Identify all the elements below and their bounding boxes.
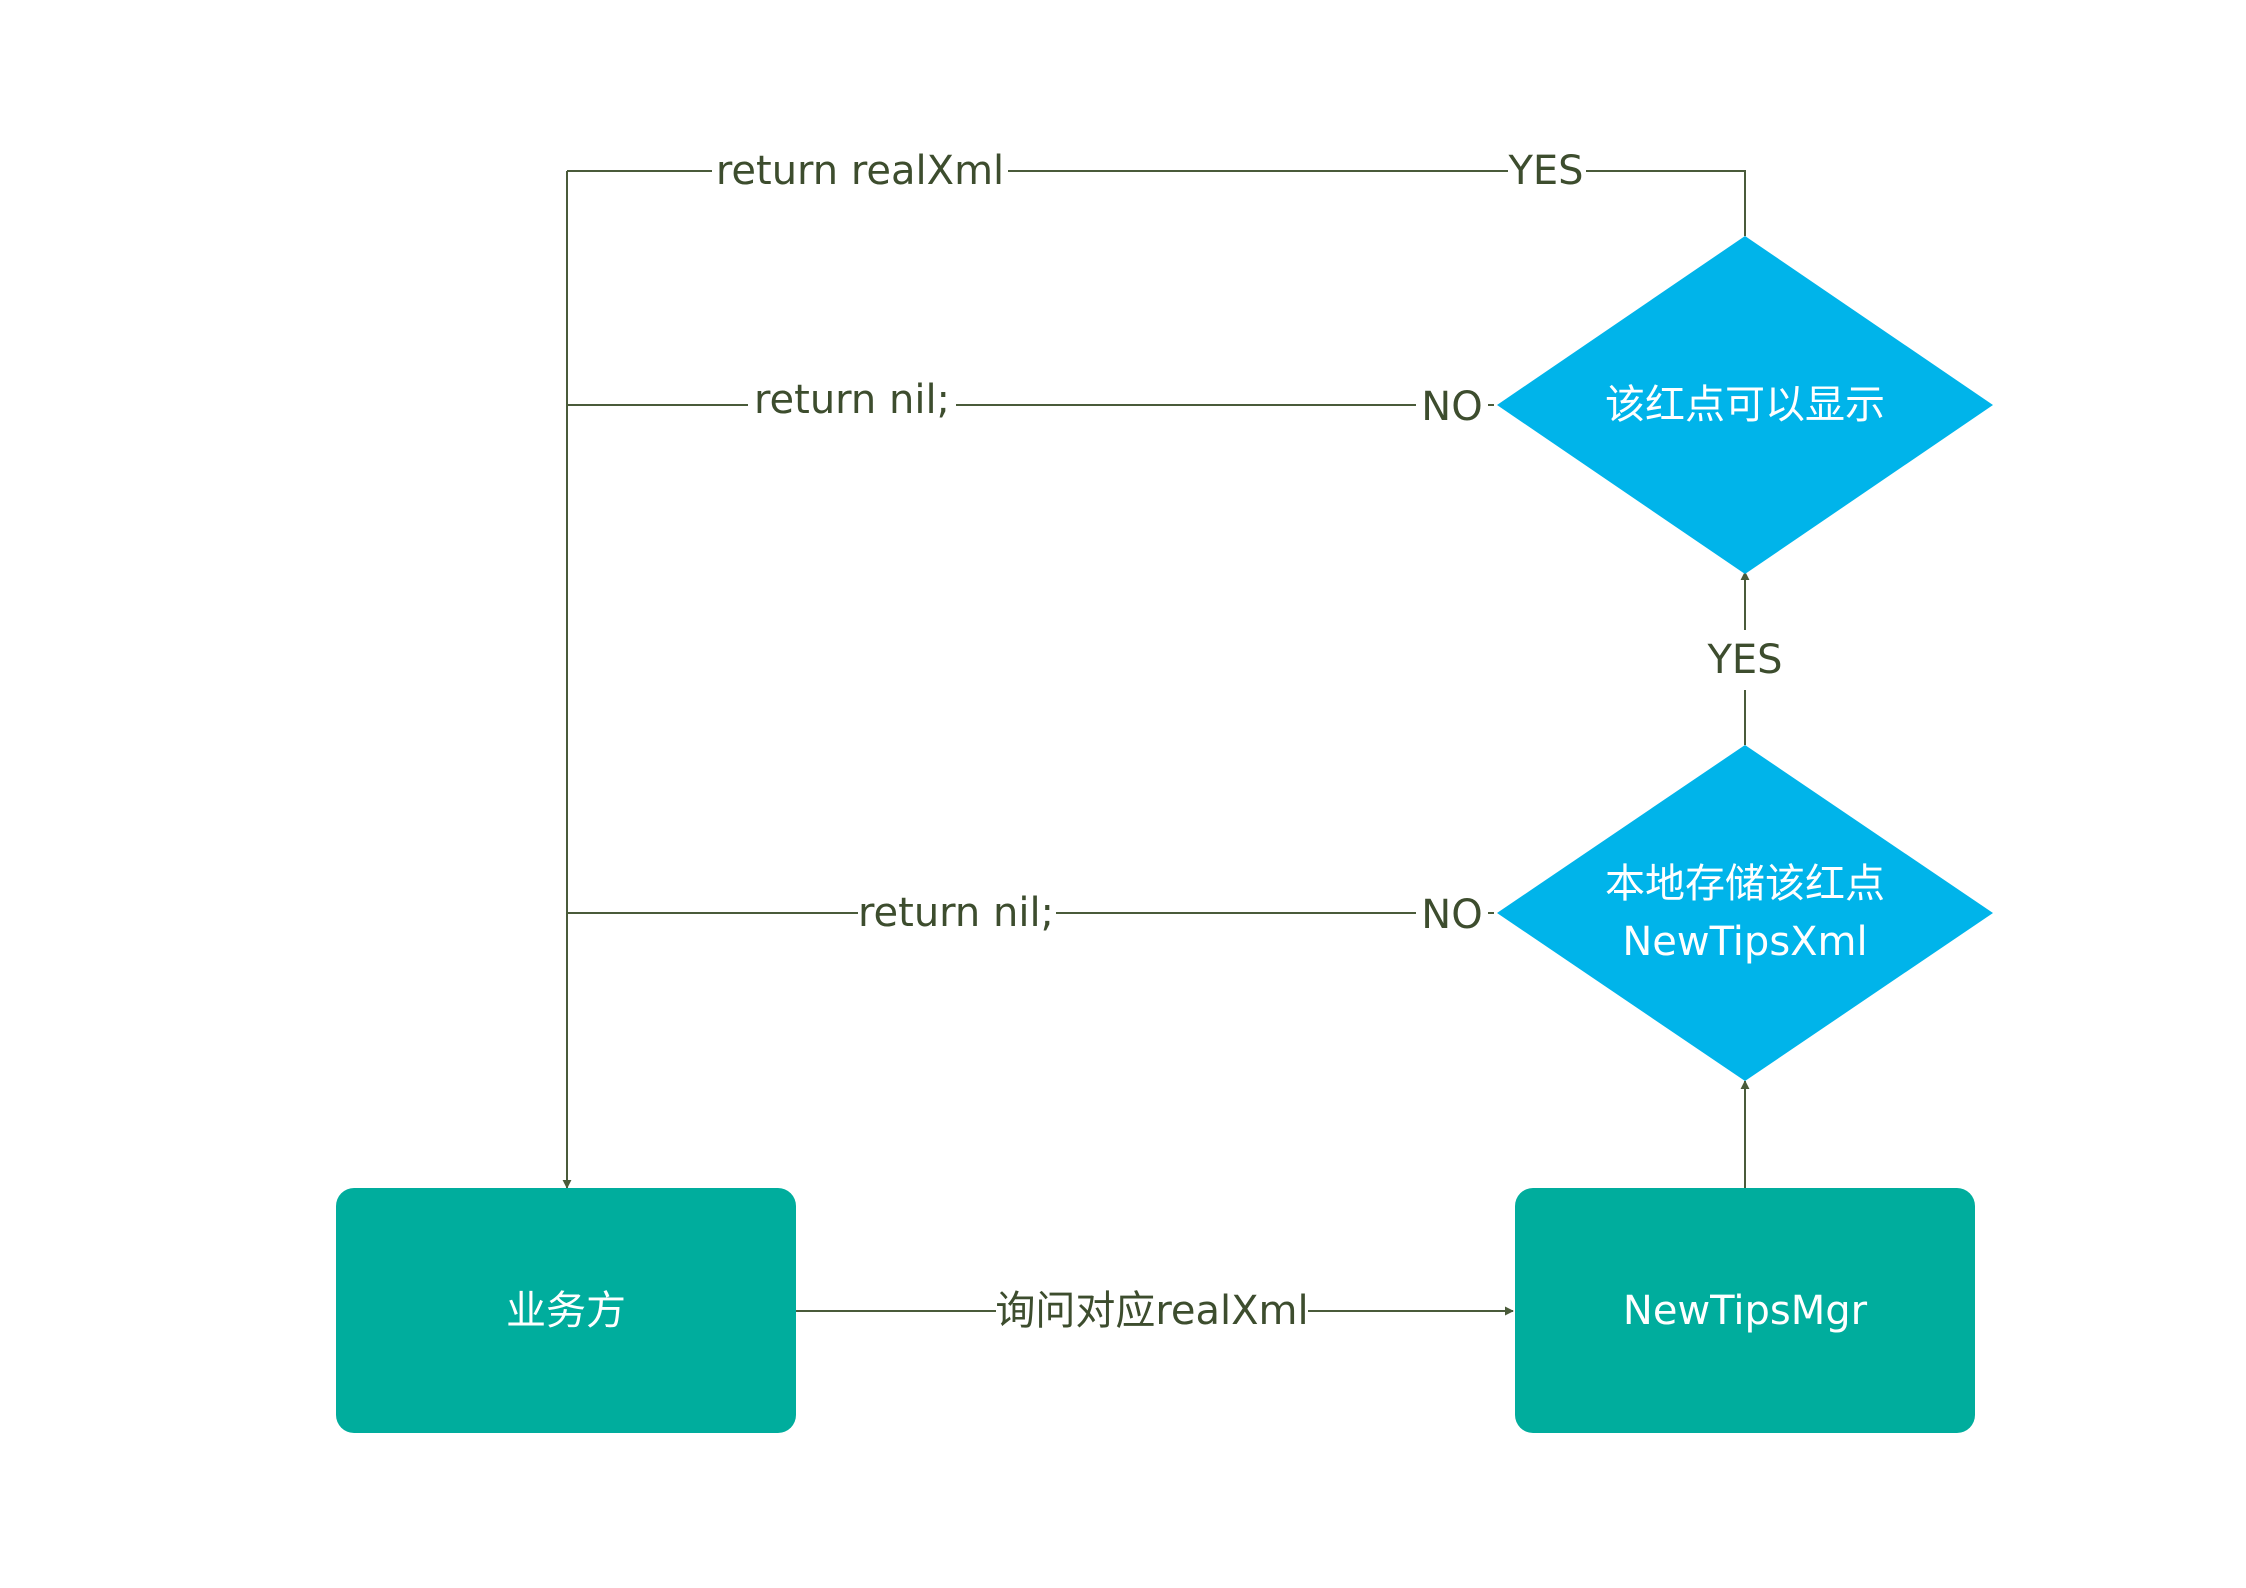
- display-yes-label: YES: [1507, 148, 1583, 194]
- mgr-node-label: NewTipsMgr: [1623, 1288, 1868, 1334]
- storage-check-label-line2: NewTipsXml: [1622, 919, 1867, 965]
- storage-yes-label: YES: [1706, 637, 1782, 683]
- storage-check-decision[interactable]: [1497, 745, 1993, 1081]
- display-no-label: NO: [1421, 384, 1482, 430]
- display-check-label: 该红点可以显示: [1605, 382, 1885, 428]
- business-node-label: 业务方: [506, 1288, 626, 1334]
- storage-check-label-line1: 本地存储该红点: [1605, 861, 1885, 907]
- business-node[interactable]: [336, 1188, 796, 1433]
- edges: [562, 170, 1750, 1316]
- storage-no-label: NO: [1421, 892, 1482, 938]
- display-no-return-label: return nil;: [754, 377, 950, 423]
- storage-no-return-label: return nil;: [858, 890, 1054, 936]
- edge-labels: return realXml YES return nil; NO return…: [716, 148, 1783, 1334]
- nodes: 业务方 NewTipsMgr 本地存储该红点 NewTipsXml 该红点可以显…: [336, 236, 1993, 1433]
- query-label: 询问对应realXml: [995, 1288, 1308, 1334]
- return-realxml-label: return realXml: [716, 148, 1004, 194]
- mgr-node[interactable]: [1515, 1188, 1975, 1433]
- edge-label-masks: [712, 141, 1790, 1341]
- display-check-decision[interactable]: [1497, 236, 1993, 574]
